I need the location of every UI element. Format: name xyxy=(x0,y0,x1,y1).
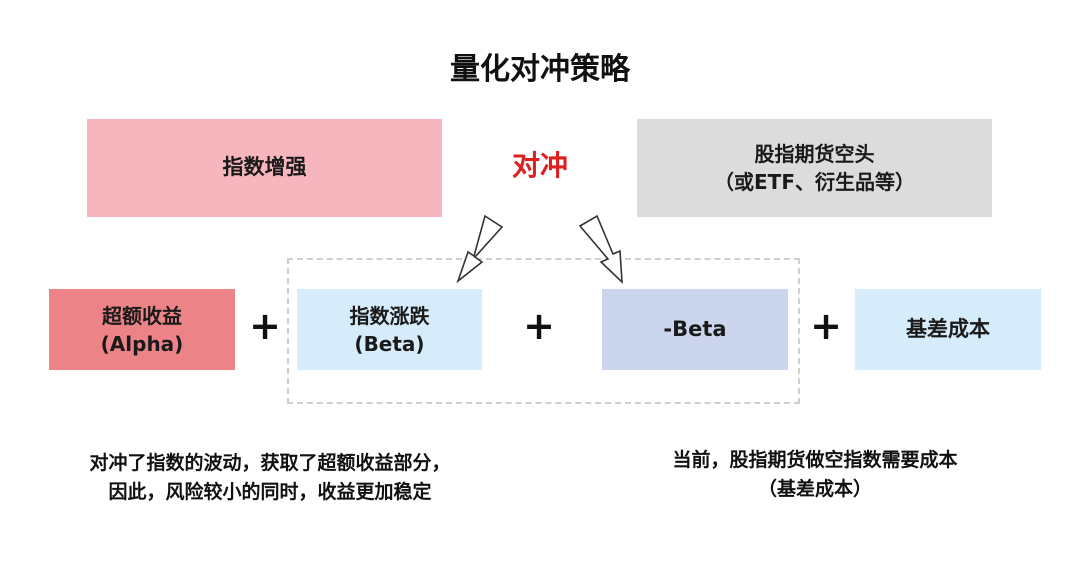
alpha-box: 超额收益 (Alpha) xyxy=(49,289,235,370)
diagram-title: 量化对冲策略 xyxy=(450,52,630,87)
futures-short-sublabel: （或ETF、衍生品等） xyxy=(714,170,915,194)
plus-sign-2: + xyxy=(523,304,555,348)
basis-cost-box: 基差成本 xyxy=(855,289,1041,370)
negative-beta-box: -Beta xyxy=(602,289,788,370)
beta-sublabel: (Beta) xyxy=(354,331,425,356)
negative-beta-label: -Beta xyxy=(663,316,727,341)
beta-label: 指数涨跌 xyxy=(349,303,430,328)
left-note-line-1: 对冲了指数的波动，获取了超额收益部分， xyxy=(89,452,451,474)
alpha-label: 超额收益 xyxy=(102,303,182,328)
plus-sign-1: + xyxy=(249,304,281,348)
right-note-line-2: （基差成本） xyxy=(757,478,872,501)
plus-sign-3: + xyxy=(810,304,842,348)
index-enhancement-box: 指数增强 xyxy=(87,119,442,217)
futures-short-label: 股指期货空头 xyxy=(754,142,875,166)
index-enhancement-label: 指数增强 xyxy=(222,155,307,180)
alpha-sublabel: (Alpha) xyxy=(100,331,184,356)
left-explanation-note: 对冲了指数的波动，获取了超额收益部分， 因此，风险较小的同时，收益更加稳定 xyxy=(30,449,510,508)
basis-cost-label: 基差成本 xyxy=(906,316,990,341)
beta-box: 指数涨跌 (Beta) xyxy=(297,289,482,370)
hedged-beta-frame xyxy=(287,258,800,404)
right-explanation-note: 当前，股指期货做空指数需要成本 （基差成本） xyxy=(600,446,1030,505)
right-note-line-1: 当前，股指期货做空指数需要成本 xyxy=(672,449,958,471)
left-note-line-2: 因此，风险较小的同时，收益更加稳定 xyxy=(108,481,432,504)
hedge-label: 对冲 xyxy=(511,149,568,182)
futures-short-box: 股指期货空头 （或ETF、衍生品等） xyxy=(637,119,992,217)
